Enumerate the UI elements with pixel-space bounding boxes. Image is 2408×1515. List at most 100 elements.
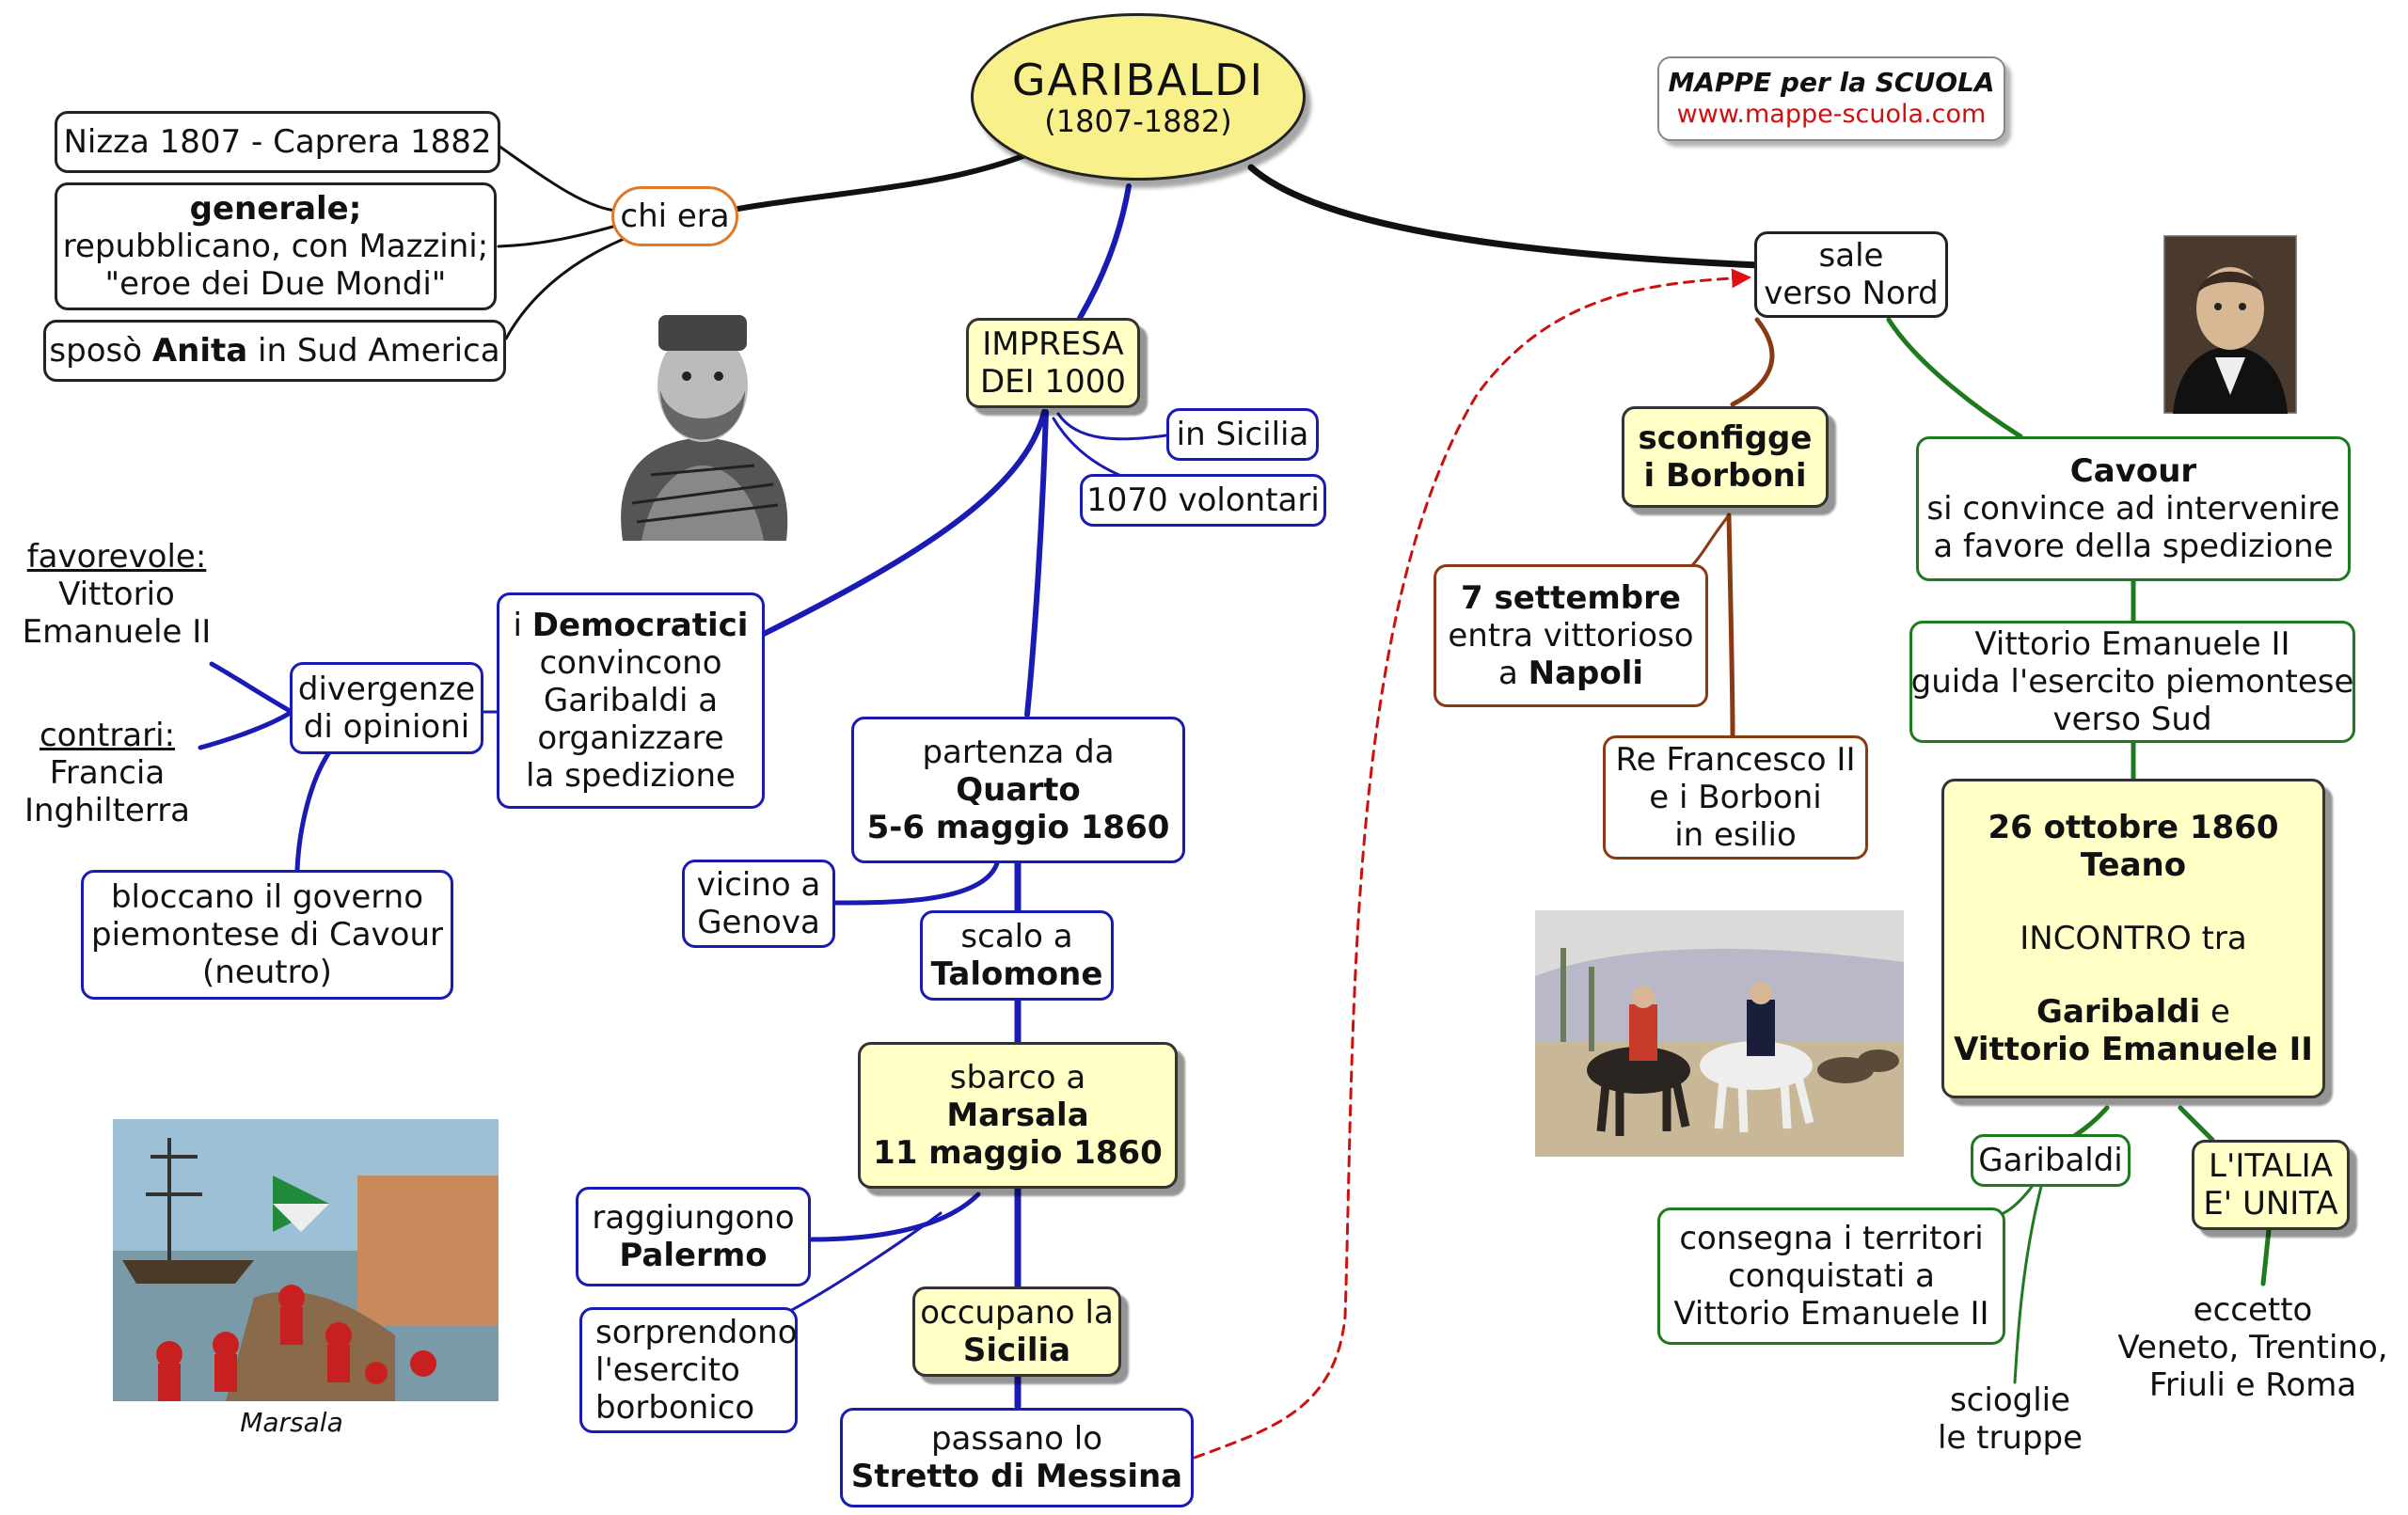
teano-garibaldi: Garibaldi	[2036, 993, 2201, 1031]
generale-line2: repubblicano, con Mazzini;	[62, 228, 489, 265]
palermo-line1: raggiungono	[592, 1199, 795, 1237]
partenza-line3: 5-6 maggio 1860	[866, 809, 1170, 846]
contrari-line3: Inghilterra	[24, 792, 191, 829]
cavour-node: Cavour si convince ad intervenire a favo…	[1916, 436, 2351, 581]
sorprendono-node: sorprendono l'esercito borbonico	[579, 1307, 798, 1433]
partenza-node: partenza da Quarto 5-6 maggio 1860	[851, 717, 1185, 863]
napoli-node: 7 settembre entra vittorioso a Napoli	[1434, 564, 1708, 707]
generale-title: generale;	[189, 190, 362, 228]
vittorio-node: Vittorio Emanuele II guida l'esercito pi…	[1909, 621, 2355, 743]
italia-line1: L'ITALIA	[2209, 1147, 2333, 1185]
italia-line2: E' UNITA	[2203, 1185, 2338, 1223]
main-title-node: GARIBALDI (1807-1882)	[971, 13, 1306, 181]
chi-era-node: chi era	[611, 186, 738, 246]
genova-line1: vicino a	[696, 866, 821, 904]
talamone-node: scalo a Talomone	[920, 910, 1114, 1001]
genova-node: vicino a Genova	[682, 860, 835, 948]
sorprendono-line1: sorprendono	[595, 1314, 798, 1351]
birth-text: Nizza 1807 - Caprera 1882	[63, 123, 492, 161]
vittorio-line1: Vittorio Emanuele II	[1974, 625, 2290, 663]
borboni-line1: sconfigge	[1638, 419, 1813, 457]
genova-line2: Genova	[697, 904, 820, 941]
talamone-line1: scalo a	[960, 918, 1073, 955]
democratici-line5: la spedizione	[526, 757, 736, 795]
teano-line1: 26 ottobre 1860	[1988, 809, 2279, 846]
garibaldi-portrait	[621, 315, 788, 541]
scioglie-node: scioglie le truppe	[1921, 1377, 2099, 1461]
sicilia-text: in Sicilia	[1176, 416, 1309, 453]
cavour-line2: si convince ad intervenire	[1926, 490, 2340, 528]
napoli-line3: a Napoli	[1498, 655, 1643, 692]
occupano-line2: Sicilia	[962, 1332, 1071, 1369]
impresa-node: IMPRESA DEI 1000	[966, 318, 1140, 408]
napoli-city: Napoli	[1528, 655, 1644, 692]
impresa-line1: IMPRESA	[982, 325, 1124, 363]
bloccano-node: bloccano il governo piemontese di Cavour…	[81, 870, 453, 1000]
francesco-line2: e i Borboni	[1649, 779, 1822, 816]
messina-node: passano lo Stretto di Messina	[840, 1408, 1194, 1507]
vittorio-line3: verso Sud	[2052, 701, 2212, 738]
marsala-line1: sbarco a	[949, 1059, 1086, 1097]
teano-e: e	[2200, 993, 2230, 1031]
marsala-line2: Marsala	[946, 1097, 1089, 1134]
marsala-caption: Marsala	[216, 1404, 367, 1442]
democratici-pre: i	[513, 607, 532, 644]
teano-line4: Garibaldi e	[2036, 993, 2230, 1031]
partenza-line1: partenza da	[922, 734, 1115, 771]
favorevole-node: favorevole: Vittorio Emanuele II	[13, 538, 220, 651]
consegna-line1: consegna i territori	[1679, 1220, 1984, 1257]
consegna-node: consegna i territori conquistati a Vitto…	[1657, 1207, 2005, 1345]
eccetto-node: eccetto Veneto, Trentino, Friuli e Roma	[2112, 1286, 2394, 1409]
garibaldi-text: Garibaldi	[1978, 1142, 2123, 1179]
eccetto-line1: eccetto	[2193, 1291, 2313, 1329]
sorprendono-line2: l'esercito	[595, 1351, 740, 1389]
teano-line5: Vittorio Emanuele II	[1954, 1031, 2313, 1068]
consegna-line3: Vittorio Emanuele II	[1673, 1295, 1989, 1333]
marsala-painting	[113, 1119, 499, 1401]
anita-post: in Sud America	[247, 332, 500, 370]
democratici-line2: convincono	[539, 644, 722, 682]
anita-name: Anita	[151, 332, 248, 370]
teano-node: 26 ottobre 1860 Teano INCONTRO tra Garib…	[1941, 779, 2325, 1098]
brand-name: MAPPE per la SCUOLA	[1668, 67, 1995, 98]
divergenze-line2: di opinioni	[303, 708, 470, 746]
bloccano-line2: piemontese di Cavour	[91, 916, 443, 954]
democratici-bold: Democratici	[531, 607, 749, 644]
teano-line3: INCONTRO tra	[2020, 920, 2247, 957]
contrari-node: contrari: Francia Inghilterra	[13, 717, 201, 829]
borboni-node: sconfigge i Borboni	[1622, 406, 1829, 508]
volontari-text: 1070 volontari	[1086, 481, 1320, 519]
napoli-line2: entra vittorioso	[1448, 617, 1694, 655]
democratici-line3: Garibaldi a	[543, 682, 719, 719]
italia-node: L'ITALIA E' UNITA	[2192, 1140, 2350, 1230]
anita-pre: sposò	[49, 332, 152, 370]
chi-era-text: chi era	[620, 197, 730, 235]
messina-line1: passano lo	[930, 1420, 1103, 1458]
volontari-node: 1070 volontari	[1080, 474, 1326, 527]
title-dates: (1807-1882)	[1044, 103, 1232, 139]
marsala-line3: 11 maggio 1860	[873, 1134, 1163, 1172]
cavour-portrait	[2163, 235, 2297, 414]
brand-url: www.mappe-scuola.com	[1676, 100, 1987, 129]
eccetto-line2: Veneto, Trentino,	[2117, 1329, 2388, 1366]
messina-line2: Stretto di Messina	[850, 1458, 1183, 1495]
garibaldi-node: Garibaldi	[1971, 1134, 2131, 1187]
occupano-node: occupano la Sicilia	[912, 1286, 1121, 1377]
favorevole-line3: Emanuele II	[22, 613, 212, 651]
partenza-line2: Quarto	[956, 771, 1081, 809]
contrari-line2: Francia	[49, 754, 166, 792]
consegna-line2: conquistati a	[1728, 1257, 1935, 1295]
sicilia-node: in Sicilia	[1166, 408, 1319, 461]
palermo-node: raggiungono Palermo	[576, 1187, 811, 1286]
teano-painting	[1535, 910, 1904, 1157]
anita-node: sposò Anita in Sud America	[43, 320, 506, 382]
teano-line2: Teano	[2080, 846, 2187, 884]
napoli-pre: a	[1497, 655, 1529, 692]
scioglie-line1: scioglie	[1949, 1381, 2071, 1419]
generale-line3: "eroe dei Due Mondi"	[104, 265, 447, 303]
title-name: GARIBALDI	[1011, 55, 1265, 105]
nord-line2: verso Nord	[1764, 275, 1939, 312]
vittorio-line2: guida l'esercito piemontese	[1910, 663, 2354, 701]
scioglie-line2: le truppe	[1937, 1419, 2083, 1457]
